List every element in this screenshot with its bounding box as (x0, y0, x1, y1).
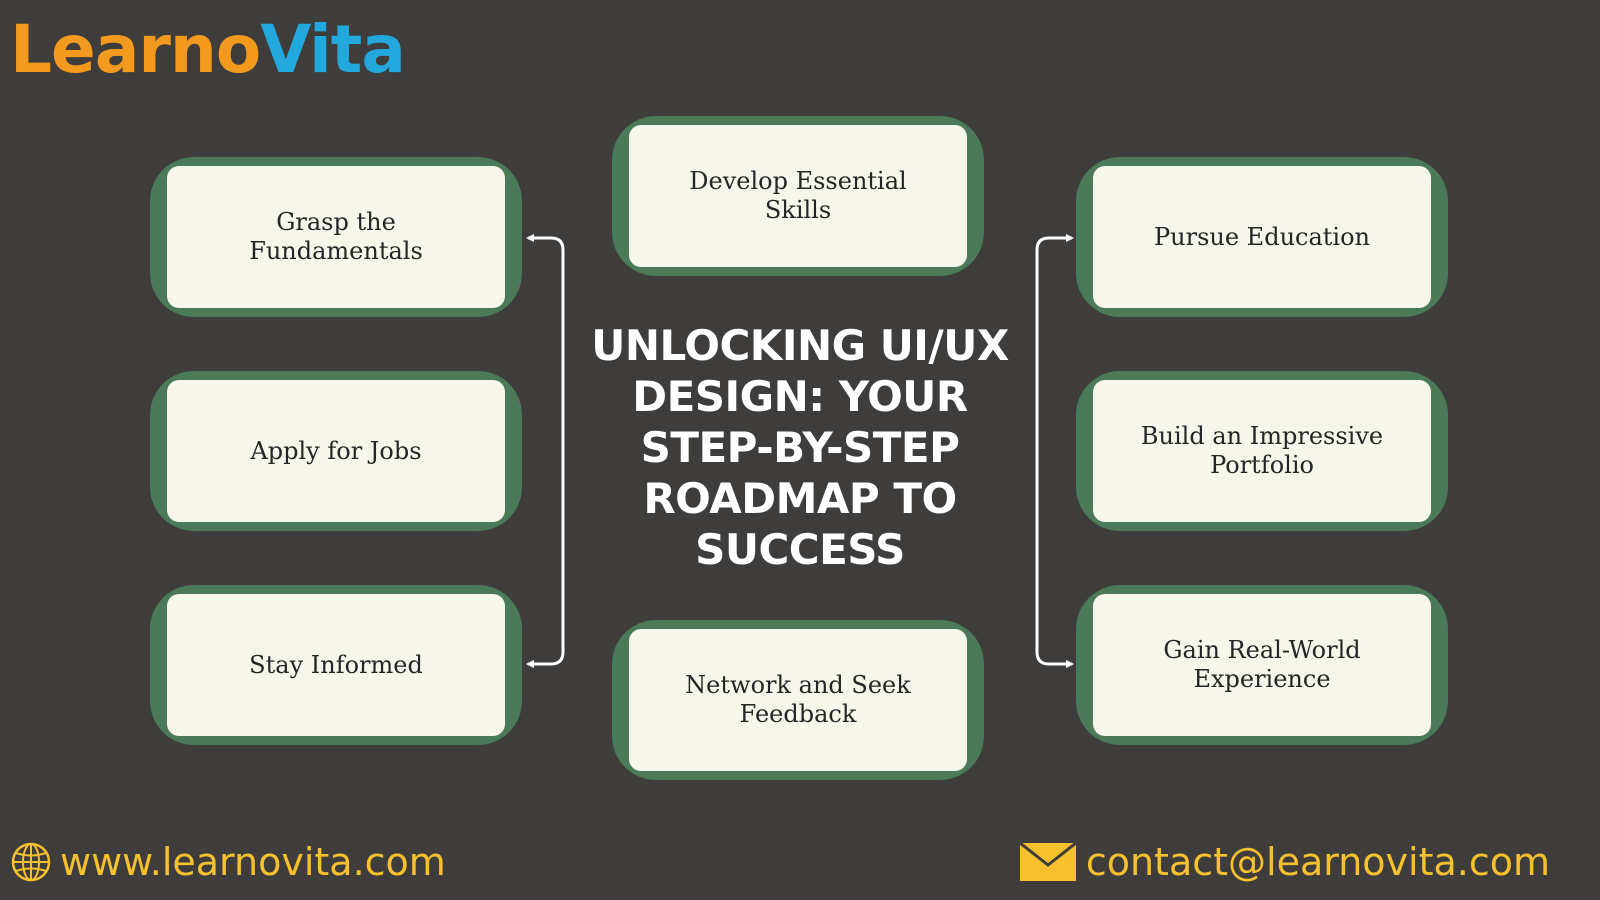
right-connector-top (1035, 234, 1074, 450)
step-card-grasp-fundamentals: Grasp the Fundamentals (150, 157, 522, 317)
step-card-apply-jobs: Apply for Jobs (150, 371, 522, 531)
footer-email: contact@learnovita.com (1019, 838, 1550, 886)
step-card-network-feedback: Network and Seek Feedback (612, 620, 984, 780)
step-card-develop-skills: Develop Essential Skills (612, 116, 984, 276)
left-connector-top (526, 234, 565, 450)
step-card-pursue-education: Pursue Education (1076, 157, 1448, 317)
step-card-build-portfolio: Build an Impressive Portfolio (1076, 371, 1448, 531)
step-label-grasp-fundamentals: Grasp the Fundamentals (249, 208, 423, 265)
right-connector-bottom (1035, 450, 1074, 668)
step-label-pursue-education: Pursue Education (1154, 222, 1370, 251)
left-connector-bottom (526, 450, 565, 668)
footer-website: www.learnovita.com (10, 838, 446, 886)
step-card-stay-informed: Stay Informed (150, 585, 522, 745)
step-label-network-feedback: Network and Seek Feedback (685, 671, 911, 728)
step-label-apply-jobs: Apply for Jobs (250, 436, 422, 465)
globe-icon (10, 841, 52, 883)
step-label-gain-experience: Gain Real-World Experience (1163, 636, 1361, 693)
website-link[interactable]: www.learnovita.com (60, 840, 446, 884)
email-link[interactable]: contact@learnovita.com (1085, 840, 1550, 884)
step-label-stay-informed: Stay Informed (249, 650, 423, 679)
logo-text-part1: Learno (10, 11, 261, 88)
step-card-gain-experience: Gain Real-World Experience (1076, 585, 1448, 745)
learnovita-logo: LearnoVita (10, 2, 406, 98)
logo-text-part2: Vita (260, 11, 406, 88)
step-label-develop-skills: Develop Essential Skills (689, 167, 907, 224)
step-label-build-portfolio: Build an Impressive Portfolio (1140, 422, 1384, 479)
envelope-icon (1019, 843, 1076, 881)
page-title: UNLOCKING UI/UX DESIGN: YOUR STEP-BY-STE… (591, 321, 1009, 574)
